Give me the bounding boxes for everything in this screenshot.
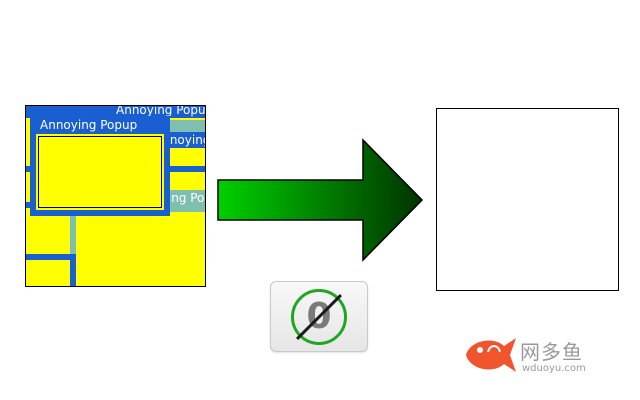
logo-url: wduoyu.com bbox=[522, 363, 586, 374]
popup-window bbox=[26, 254, 76, 286]
clean-page-box bbox=[436, 108, 619, 291]
block-popups-button[interactable]: 0 bbox=[270, 281, 368, 352]
fish-logo-icon bbox=[466, 338, 516, 372]
popup-collage: Annoying Popup Annoying Popup Annoying P… bbox=[25, 105, 206, 287]
popup-window: Annoying Popup bbox=[30, 116, 170, 216]
block-popup-icon: 0 bbox=[291, 288, 347, 345]
popup-title: Annoying Popup bbox=[116, 105, 206, 117]
logo-chinese-name: 网多鱼 bbox=[520, 340, 583, 364]
popup-title: Annoying Popup bbox=[40, 118, 138, 132]
wduoyu-logo: 网多鱼 wduoyu.com bbox=[460, 330, 610, 380]
